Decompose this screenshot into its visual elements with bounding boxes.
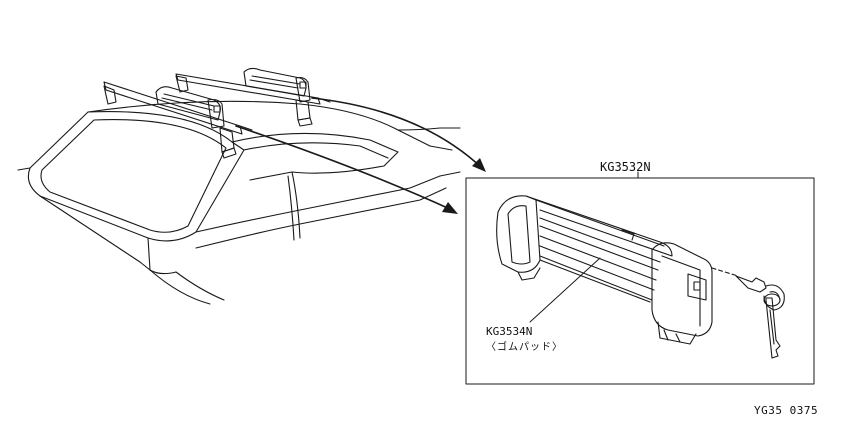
rear-window-trim <box>41 120 226 233</box>
side-window-frame <box>232 133 398 180</box>
assembly-part-number: KG3532N <box>600 160 651 174</box>
lock-cylinder <box>688 274 706 300</box>
ski-carrier-rear <box>156 87 224 128</box>
crossbar-front-foot-right <box>296 100 310 120</box>
carrier-body <box>526 196 672 256</box>
roof-rear-edge <box>18 168 30 170</box>
lower-body-2 <box>150 270 210 304</box>
trunk-line <box>40 196 150 270</box>
pad-leader <box>530 258 600 322</box>
roof-line <box>88 101 430 146</box>
belt-line <box>196 176 440 232</box>
rear-quarter <box>148 238 176 274</box>
pad-description: 〈ゴムパッド〉 <box>486 342 563 353</box>
pad-part-number: KG3534N <box>486 325 533 338</box>
crossbar-rear <box>104 82 242 134</box>
car-body-illustration <box>18 101 460 304</box>
detail-frame <box>466 178 814 384</box>
side-window-line <box>244 143 388 158</box>
lower-body <box>176 272 224 300</box>
carrier-right-block <box>652 243 712 336</box>
arrowhead-front <box>472 158 486 172</box>
belt-line-lower <box>196 188 446 248</box>
callout-arrow-rear <box>236 126 452 210</box>
ski-carrier-detail <box>497 196 712 344</box>
door-pillar-2 <box>288 176 294 240</box>
crossbar-front-foot-left <box>176 76 188 92</box>
rear-window <box>28 112 244 241</box>
crossbar-front <box>176 74 320 104</box>
hanging-key <box>766 298 780 358</box>
ski-carrier-front <box>244 68 310 102</box>
front-fender <box>398 128 460 130</box>
arrowhead-rear <box>442 202 458 214</box>
key-icon <box>712 268 784 358</box>
door-pillar <box>292 172 300 238</box>
callout-arrows <box>236 98 486 214</box>
front-edge <box>430 146 452 150</box>
front-edge-2 <box>440 172 460 176</box>
callout-arrow-front <box>312 98 482 168</box>
roof-rack <box>104 68 330 158</box>
reference-code: YG35 0375 <box>754 404 819 417</box>
crossbar-rear-foot-left <box>104 86 116 104</box>
carrier-left-cap <box>497 196 540 272</box>
